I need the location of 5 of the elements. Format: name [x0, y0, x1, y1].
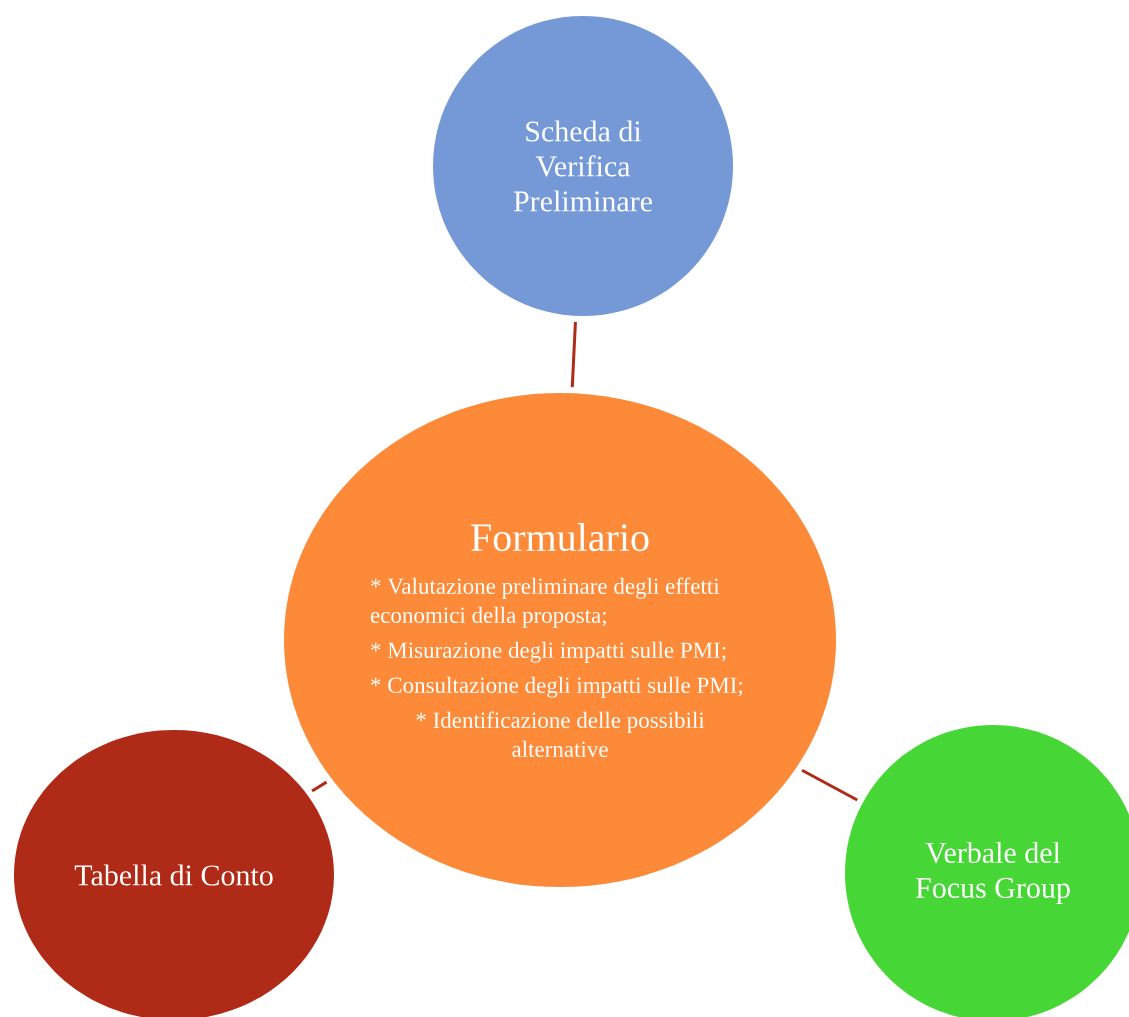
connector-line [311, 780, 328, 793]
connector-line [570, 321, 577, 388]
connector-line [801, 768, 858, 802]
ellipse-node: Formulario * Valutazione preliminare degli effetti economici della proposta; * Misurazione degli impatti sulle PMI; * Consultazione degli impatti sulle PMI; * Identificazione delle possibili alternative [284, 393, 836, 887]
circle-node: Scheda di Verifica Preliminare [433, 16, 733, 316]
